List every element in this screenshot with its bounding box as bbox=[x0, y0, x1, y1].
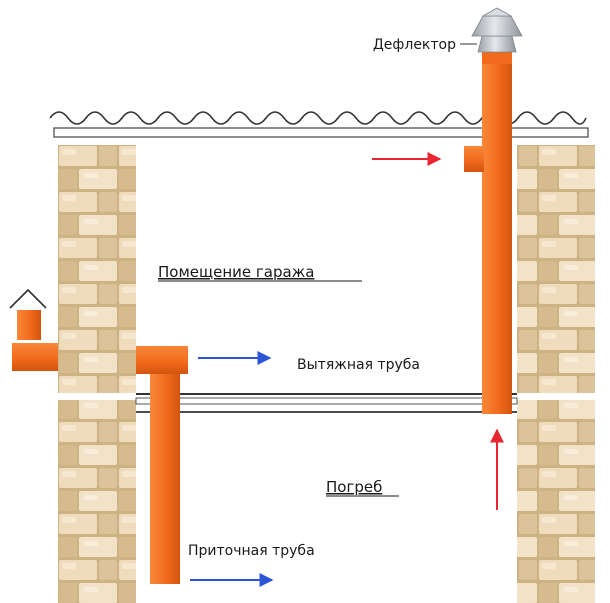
brick-wall-right-upper bbox=[517, 145, 595, 393]
exhaust-pipe-label: Вытяжная труба bbox=[297, 357, 420, 373]
supply-pipe-horizontal bbox=[136, 346, 188, 374]
deflector-label: Дефлектор bbox=[373, 37, 456, 53]
exhaust-pipe-vertical bbox=[482, 62, 512, 414]
deflector-icon bbox=[471, 7, 523, 64]
supply-pipe-vertical bbox=[150, 374, 180, 584]
supply-pipe-inlet-hood bbox=[9, 288, 47, 340]
roof-board bbox=[53, 127, 589, 138]
supply-pipe-wall-section bbox=[12, 343, 58, 371]
exhaust-pipe-inlet bbox=[464, 146, 484, 172]
cellar-label: Погреб bbox=[326, 478, 382, 496]
supply-pipe-label: Приточная труба bbox=[188, 543, 315, 559]
brick-wall-right-lower bbox=[517, 400, 595, 603]
floor-slab bbox=[135, 397, 518, 405]
garage-room-label: Помещение гаража bbox=[158, 263, 314, 281]
brick-wall-left-lower bbox=[58, 400, 136, 603]
brick-wall-left-upper bbox=[58, 145, 136, 393]
